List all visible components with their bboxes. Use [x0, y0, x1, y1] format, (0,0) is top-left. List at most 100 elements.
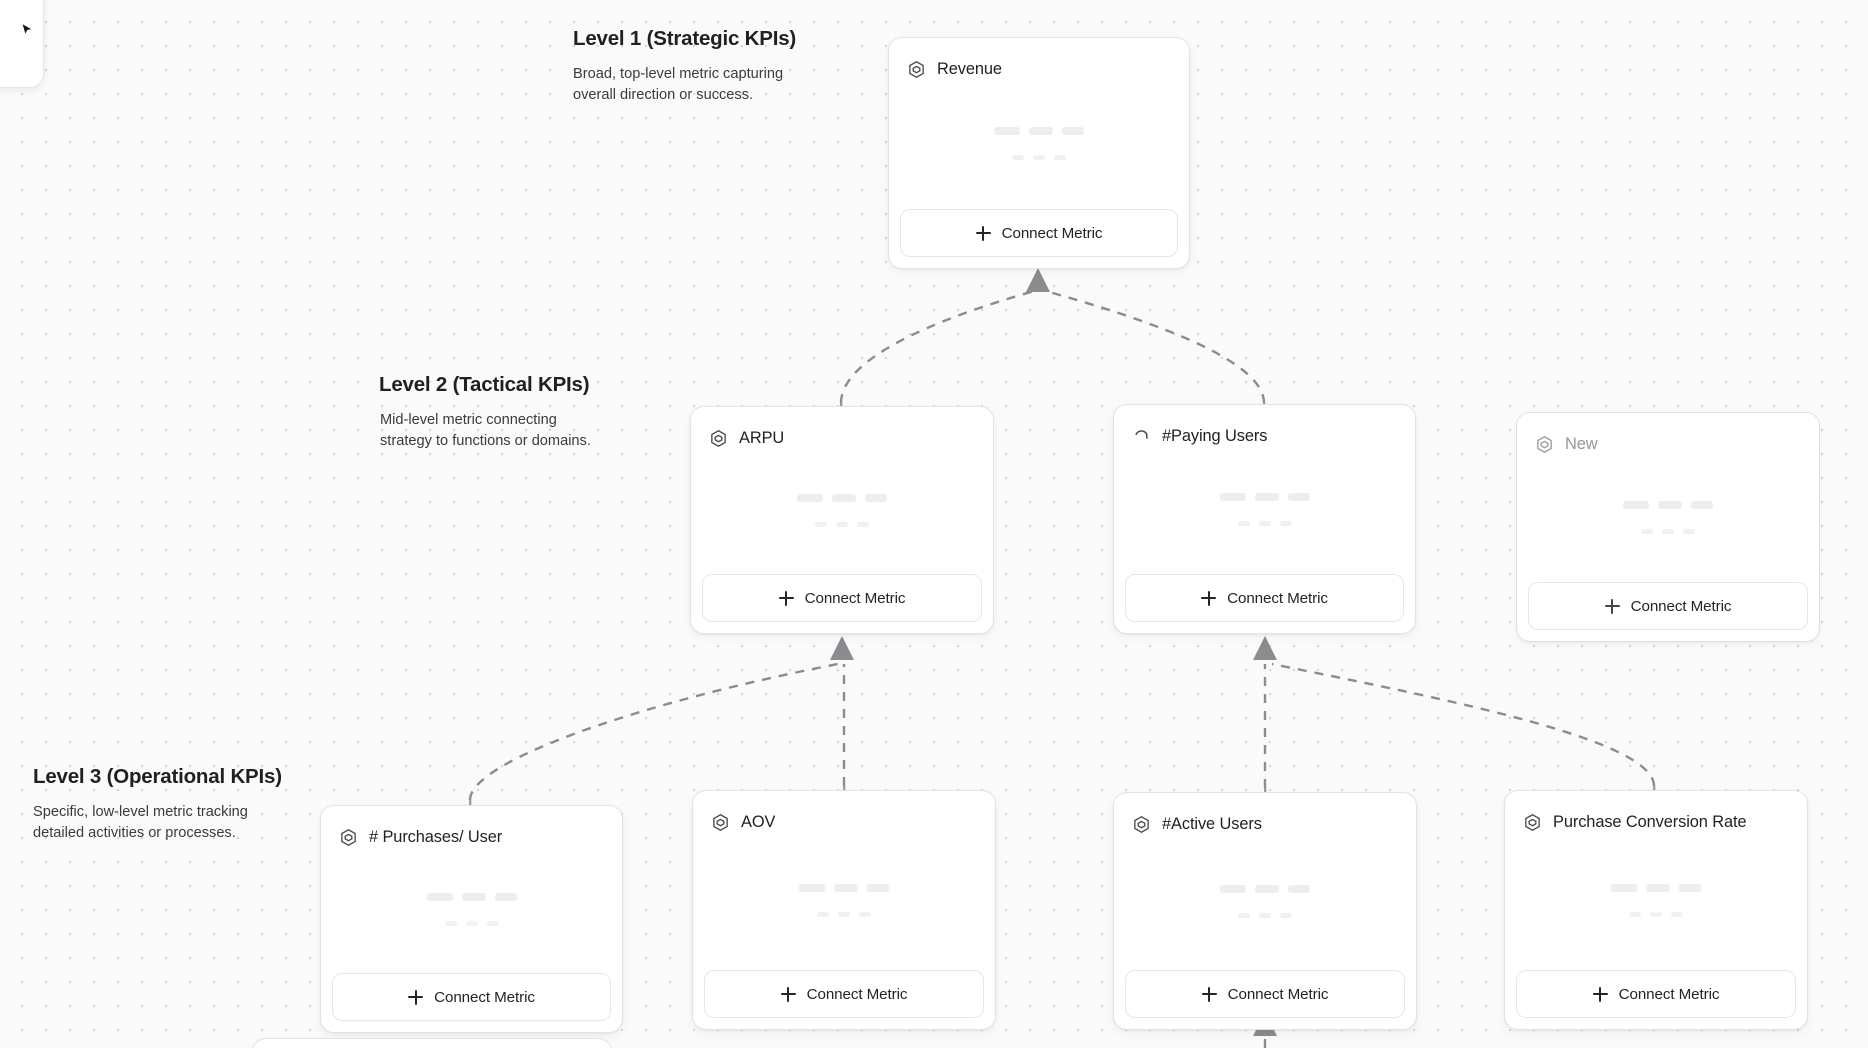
- card-placeholder-purchase-conversion-rate: [1505, 837, 1807, 970]
- skeleton-bar: [817, 912, 829, 917]
- card-header-aov: AOV: [693, 791, 995, 837]
- level-1-description: Broad, top-level metric capturing overal…: [573, 66, 784, 104]
- card-header-purchases-per-user: # Purchases/ User: [321, 806, 622, 852]
- card-header-new: New: [1517, 413, 1819, 459]
- skeleton-bar: [1279, 521, 1292, 526]
- level-1-title: Level 1 (Strategic KPIs): [573, 27, 797, 50]
- metric-card-revenue[interactable]: Revenue Connect Metric: [888, 37, 1190, 269]
- connect-metric-label: Connect Metric: [1227, 985, 1329, 1003]
- skeleton-bar: [1671, 912, 1683, 917]
- skeleton-bar: [859, 912, 871, 917]
- skeleton-bar: [1219, 493, 1246, 501]
- card-title-new: New: [1565, 434, 1598, 453]
- level-2-description: Mid-level metric connecting strategy to …: [380, 412, 591, 450]
- skeleton-bar: [1679, 884, 1701, 892]
- connect-metric-button-arpu[interactable]: Connect Metric: [702, 574, 982, 622]
- skeleton-bar: [797, 494, 823, 502]
- level-label-3: Level 3 (Operational KPIs) Specific, low…: [33, 765, 303, 844]
- skeleton-bar: [1258, 521, 1271, 526]
- connect-metric-button-active-users[interactable]: Connect Metric: [1125, 970, 1405, 1018]
- skeleton-bar: [1662, 529, 1674, 534]
- card-placeholder-active-users: [1114, 839, 1416, 970]
- connect-metric-button-aov[interactable]: Connect Metric: [704, 970, 984, 1018]
- metric-card-arpu[interactable]: ARPU Connect Metric: [690, 406, 994, 634]
- skeleton-bar: [867, 884, 889, 892]
- hexagon-target-icon: [909, 60, 924, 78]
- metric-card-purchases-per-user[interactable]: # Purchases/ User Connect Metric: [320, 805, 623, 1033]
- connect-metric-button-paying-users[interactable]: Connect Metric: [1125, 574, 1404, 622]
- skeleton-bar: [815, 522, 827, 527]
- skeleton-bar: [494, 893, 517, 901]
- plus-icon: [408, 989, 424, 1005]
- metric-card-new[interactable]: New Connect Metric: [1516, 412, 1820, 642]
- connect-metric-label: Connect Metric: [1630, 597, 1732, 615]
- card-placeholder-aov: [693, 837, 995, 970]
- skeleton-bar: [1033, 155, 1045, 160]
- skeleton-bar: [1255, 885, 1279, 893]
- metric-card-purchase-conversion-rate[interactable]: Purchase Conversion Rate Connect Metric: [1504, 790, 1808, 1030]
- card-placeholder-revenue: [889, 84, 1189, 209]
- metric-card-active-users[interactable]: #Active Users Connect Metric: [1113, 792, 1417, 1030]
- skeleton-bar: [857, 522, 869, 527]
- plus-icon: [1592, 986, 1608, 1002]
- skeleton-bar: [1280, 913, 1292, 918]
- connect-metric-label: Connect Metric: [806, 985, 908, 1003]
- skeleton-bar: [444, 921, 457, 926]
- edge-arpu-to-revenue: [839, 288, 1039, 404]
- metric-card-paying-users[interactable]: #Paying Users Connect Metric: [1113, 404, 1416, 634]
- metric-card-aov[interactable]: AOV Connect Metric: [692, 790, 996, 1030]
- skeleton-bar: [426, 893, 453, 901]
- skeleton-bar: [1683, 529, 1695, 534]
- connect-metric-label: Connect Metric: [1001, 224, 1103, 242]
- skeleton-row-secondary: [1237, 521, 1292, 526]
- card-title-active-users: #Active Users: [1162, 814, 1262, 833]
- connect-metric-button-new[interactable]: Connect Metric: [1528, 582, 1808, 630]
- skeleton-row-primary: [994, 127, 1084, 135]
- skeleton-row-primary: [1220, 885, 1310, 893]
- skeleton-bar: [1658, 501, 1682, 509]
- skeleton-row-primary: [1623, 501, 1713, 509]
- skeleton-bar: [1646, 884, 1670, 892]
- skeleton-row-secondary: [815, 522, 869, 527]
- connect-metric-button-revenue[interactable]: Connect Metric: [900, 209, 1178, 257]
- loading-spinner-icon: [1135, 429, 1148, 439]
- skeleton-row-secondary: [1238, 913, 1292, 918]
- card-placeholder-paying-users: [1114, 451, 1415, 574]
- metric-card-offscreen-bottom[interactable]: [252, 1038, 612, 1048]
- skeleton-row-secondary: [1012, 155, 1066, 160]
- card-title-purchases-per-user: # Purchases/ User: [369, 827, 503, 846]
- hexagon-target-icon: [1537, 435, 1552, 453]
- plus-icon: [780, 986, 796, 1002]
- skeleton-bar: [994, 127, 1020, 135]
- arrowhead-arpu: [830, 636, 854, 660]
- level-2-title: Level 2 (Tactical KPIs): [379, 373, 590, 396]
- skeleton-bar: [1288, 885, 1310, 893]
- connect-metric-button-purchases-per-user[interactable]: Connect Metric: [332, 973, 611, 1021]
- skeleton-bar: [865, 494, 887, 502]
- skeleton-bar: [1238, 913, 1250, 918]
- skeleton-row-primary: [1611, 884, 1701, 892]
- skeleton-bar: [1629, 912, 1641, 917]
- skeleton-bar: [1012, 155, 1024, 160]
- skeleton-bar: [465, 921, 478, 926]
- skeleton-row-primary: [1219, 493, 1310, 501]
- floating-panel-partial[interactable]: [0, 0, 44, 88]
- skeleton-bar: [1259, 913, 1271, 918]
- skeleton-bar: [1623, 501, 1649, 509]
- connect-metric-button-purchase-conversion-rate[interactable]: Connect Metric: [1516, 970, 1796, 1018]
- skeleton-bar: [1237, 521, 1250, 526]
- skeleton-bar: [1254, 493, 1279, 501]
- skeleton-bar: [1611, 884, 1637, 892]
- edge-paying-users-to-revenue: [1041, 288, 1266, 404]
- card-title-arpu: ARPU: [739, 428, 785, 447]
- hexagon-target-icon: [713, 813, 728, 831]
- plus-icon: [1201, 986, 1217, 1002]
- card-header-revenue: Revenue: [889, 38, 1189, 84]
- skeleton-bar: [1287, 493, 1310, 501]
- skeleton-bar: [1650, 912, 1662, 917]
- plus-icon: [778, 590, 794, 606]
- skeleton-bar: [1220, 885, 1246, 893]
- card-header-active-users: #Active Users: [1114, 793, 1416, 839]
- skeleton-bar: [1029, 127, 1053, 135]
